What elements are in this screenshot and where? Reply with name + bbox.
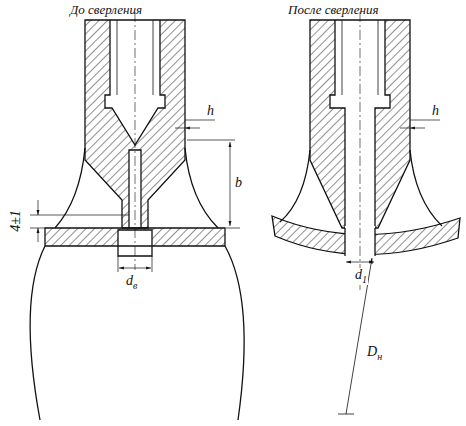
dimension-label: h xyxy=(206,104,215,118)
view-title: До сверления xyxy=(70,3,142,16)
dimension-label: dв xyxy=(125,274,138,291)
dimension-label: b xyxy=(234,176,243,190)
dimension-label: 4±1 xyxy=(9,209,23,233)
view-title: После сверления xyxy=(288,3,379,16)
dimension-label: d1 xyxy=(354,268,368,285)
dimension-label: Dн xyxy=(366,345,383,362)
dimension-label: h xyxy=(431,104,440,118)
